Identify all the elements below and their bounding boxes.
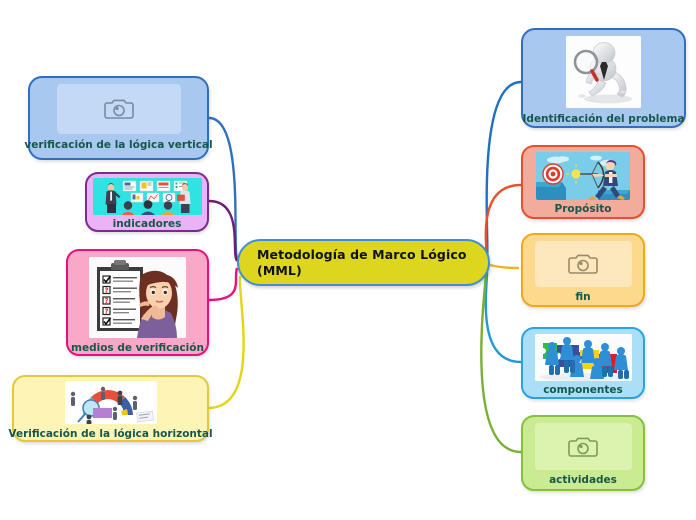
thumbnail-medios-de-verificacion: ? ? ? [89, 257, 186, 338]
connector-identificacion-del-problema [485, 80, 522, 259]
connector-fin [489, 263, 520, 270]
thumbnail-indicadores [92, 178, 202, 215]
node-label-proposito: Propósito [554, 203, 612, 215]
connector-proposito [484, 183, 522, 262]
node-fin[interactable]: fin [521, 233, 645, 307]
connector-medios-de-verificacion [208, 267, 239, 302]
node-label-fin: fin [575, 291, 591, 303]
svg-text:?: ? [105, 307, 109, 315]
central-node-label-line2: (MML) [257, 262, 302, 278]
connector-componentes [484, 269, 522, 364]
central-node-label: Metodología de Marco Lógico (MML) [239, 247, 467, 278]
node-label-indicadores: indicadores [112, 218, 182, 230]
thumbnail-identificacion-del-problema [566, 36, 641, 108]
thumbnail-componentes [534, 334, 632, 381]
node-label-verificacion-logica-horizontal: Verificación de la lógica horizontal [8, 428, 213, 440]
connector-verificacion-logica-vertical [208, 116, 239, 259]
node-label-medios-de-verificacion: medios de verificación [71, 342, 204, 354]
thumbnail-fin [534, 241, 632, 287]
node-label-actividades: actividades [549, 474, 617, 486]
node-identificacion-del-problema[interactable]: Identificación del problema [521, 28, 686, 128]
thumbnail-verificacion-logica-vertical [56, 84, 181, 134]
node-label-componentes: componentes [543, 384, 623, 396]
connector-actividades [480, 273, 522, 454]
node-label-identificacion-del-problema: Identificación del problema [522, 113, 685, 125]
broken-image-placeholder-icon [535, 423, 632, 470]
node-actividades[interactable]: actividades [521, 415, 645, 491]
node-label-verificacion-logica-vertical: verificación de la lógica vertical [24, 139, 213, 151]
thumbnail-verificacion-logica-horizontal [64, 381, 157, 424]
node-verificacion-logica-vertical[interactable]: verificación de la lógica vertical [24, 76, 213, 160]
connector-indicadores [208, 199, 239, 262]
thumbnail-actividades [534, 423, 632, 470]
central-node[interactable]: Metodología de Marco Lógico (MML) [237, 239, 490, 286]
broken-image-placeholder-icon [57, 84, 181, 134]
node-medios-de-verificacion[interactable]: ? ? ? [66, 249, 209, 356]
thumbnail-proposito [536, 152, 630, 200]
central-node-label-line1: Metodología de Marco Lógico [257, 246, 467, 262]
broken-image-placeholder-icon [535, 241, 632, 287]
svg-text:?: ? [105, 286, 109, 294]
connector-verificacion-logica-horizontal [207, 275, 245, 410]
node-indicadores[interactable]: indicadores [85, 172, 209, 232]
node-verificacion-logica-horizontal[interactable]: Verificación de la lógica horizontal [8, 375, 213, 442]
node-componentes[interactable]: componentes [521, 327, 645, 399]
svg-text:?: ? [105, 297, 109, 305]
node-proposito[interactable]: Propósito [521, 145, 645, 219]
